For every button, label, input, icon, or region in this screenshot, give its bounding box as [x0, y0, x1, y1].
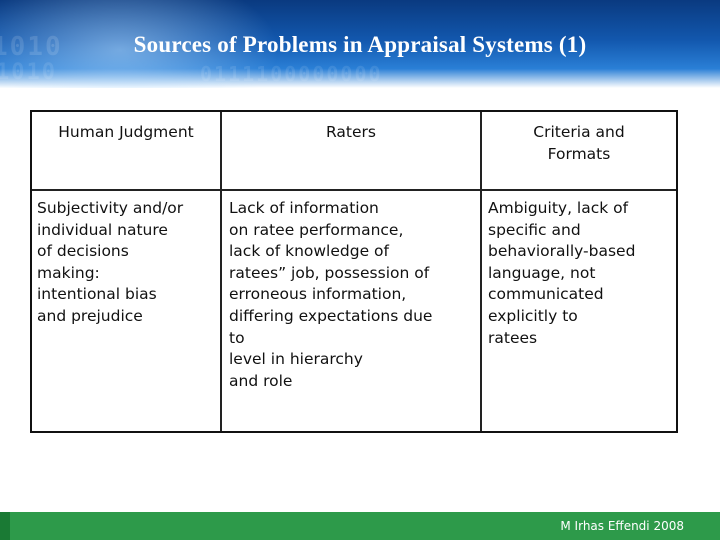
- table-cell: Ambiguity, lack of specific and behavior…: [488, 199, 636, 347]
- table-cell: Subjectivity and/or individual nature of…: [37, 199, 184, 325]
- column-header: Criteria and Formats: [533, 123, 625, 163]
- slide-header-banner: 1010 1010 0111100000000: [0, 0, 720, 88]
- binary-pattern-decoration: 1010: [0, 60, 57, 85]
- header-glow: [0, 0, 280, 88]
- column-human-judgment: Human Judgment Subjectivity and/or indiv…: [32, 112, 222, 431]
- column-raters: Raters Lack of information on ratee perf…: [222, 112, 482, 431]
- binary-pattern-decoration: 1010: [0, 32, 63, 62]
- footer-author-credit: M Irhas Effendi 2008: [560, 519, 684, 533]
- slide-footer-bar: M Irhas Effendi 2008: [0, 512, 720, 540]
- column-header: Raters: [326, 123, 376, 141]
- column-header: Human Judgment: [58, 123, 194, 141]
- slide-title: Sources of Problems in Appraisal Systems…: [133, 32, 587, 57]
- footer-accent: [0, 512, 10, 540]
- header-row-divider: [32, 189, 676, 191]
- binary-pattern-decoration: 0111100000000: [200, 62, 383, 86]
- column-criteria-and-formats: Criteria and Formats Ambiguity, lack of …: [482, 112, 676, 431]
- problems-table: Human Judgment Subjectivity and/or indiv…: [30, 110, 678, 433]
- table-cell: Lack of information on ratee performance…: [229, 199, 433, 390]
